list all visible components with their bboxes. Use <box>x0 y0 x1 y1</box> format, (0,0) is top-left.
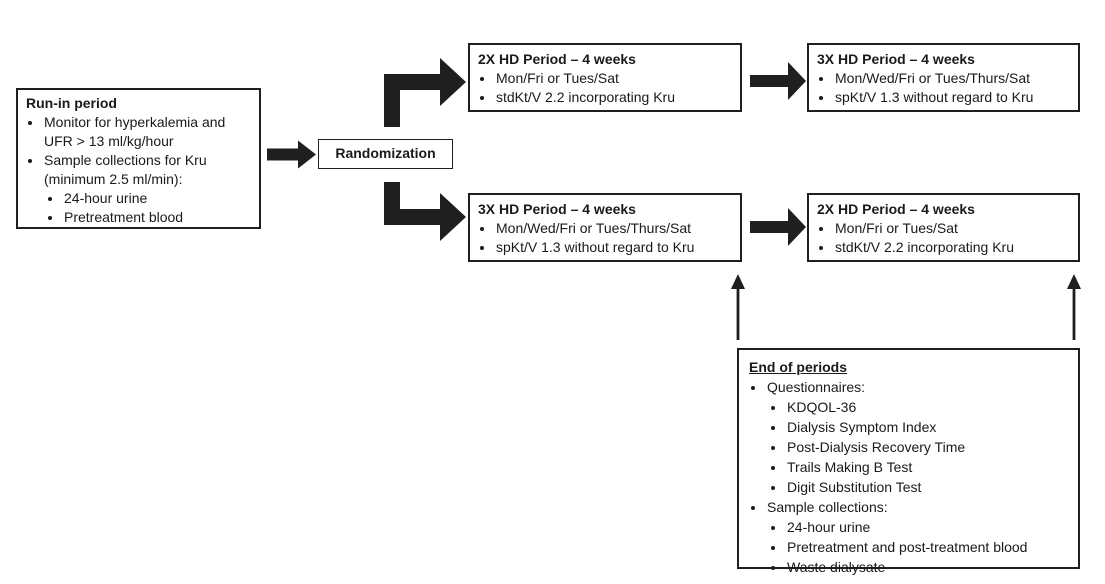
top-arm-period1-title: 2X HD Period – 4 weeks <box>478 51 636 67</box>
samples-sub-list: 24-hour urine Pretreatment and post-trea… <box>767 517 1068 577</box>
arrow-end-of-periods-to-bottom-right-box <box>1067 274 1081 340</box>
bullet-dialysis-symptom-index: Dialysis Symptom Index <box>786 417 1068 437</box>
top-arm-period1-box: 2X HD Period – 4 weeks Mon/Fri or Tues/S… <box>468 43 742 112</box>
bullet-dose: spKt/V 1.3 without regard to Kru <box>834 88 1070 107</box>
top-arm-period1-bullets: Mon/Fri or Tues/Sat stdKt/V 2.2 incorpor… <box>478 69 732 107</box>
bullet-pretreatment-blood: Pretreatment blood <box>63 208 251 227</box>
top-arm-period2-box: 3X HD Period – 4 weeks Mon/Wed/Fri or Tu… <box>807 43 1080 112</box>
bottom-arm-period1-bullets: Mon/Wed/Fri or Tues/Thurs/Sat spKt/V 1.3… <box>478 219 732 257</box>
run-in-sub-bullet-list: 24-hour urine Pretreatment blood <box>44 189 251 227</box>
end-of-periods-bullet-list: Questionnaires: KDQOL-36 Dialysis Sympto… <box>749 377 1068 577</box>
bullet-schedule: Mon/Wed/Fri or Tues/Thurs/Sat <box>495 219 732 238</box>
bottom-arm-period1-box: 3X HD Period – 4 weeks Mon/Wed/Fri or Tu… <box>468 193 742 262</box>
end-of-periods-title: End of periods <box>749 359 847 375</box>
bullet-24-hour-urine: 24-hour urine <box>63 189 251 208</box>
bullet-schedule: Mon/Fri or Tues/Sat <box>495 69 732 88</box>
bullet-questionnaires: Questionnaires: KDQOL-36 Dialysis Sympto… <box>766 377 1068 497</box>
bullet-waste-dialysate: Waste dialysate <box>786 557 1068 577</box>
bullet-post-dialysis-recovery-time: Post-Dialysis Recovery Time <box>786 437 1068 457</box>
bottom-arm-period2-box: 2X HD Period – 4 weeks Mon/Fri or Tues/S… <box>807 193 1080 262</box>
arrow-randomization-to-bottom-arm <box>384 182 466 241</box>
arrow-bottom-period1-to-period2 <box>750 208 806 246</box>
bullet-kdqol-36: KDQOL-36 <box>786 397 1068 417</box>
bullet-24-hour-urine: 24-hour urine <box>786 517 1068 537</box>
arrow-top-period1-to-period2 <box>750 62 806 100</box>
randomization-label: Randomization <box>335 145 436 162</box>
bottom-arm-period2-title: 2X HD Period – 4 weeks <box>817 201 975 217</box>
end-of-periods-box: End of periods Questionnaires: KDQOL-36 … <box>737 348 1080 575</box>
bottom-arm-period1-title: 3X HD Period – 4 weeks <box>478 201 636 217</box>
run-in-period-box: Run-in period Monitor for hyperkalemia a… <box>16 88 261 229</box>
bullet-schedule: Mon/Wed/Fri or Tues/Thurs/Sat <box>834 69 1070 88</box>
bottom-arm-period2-bullets: Mon/Fri or Tues/Sat stdKt/V 2.2 incorpor… <box>817 219 1070 257</box>
arrow-run-in-to-randomization <box>267 140 316 169</box>
arrow-randomization-to-top-arm <box>384 58 466 127</box>
bullet-digit-substitution-test: Digit Substitution Test <box>786 477 1068 497</box>
run-in-period-title: Run-in period <box>26 95 117 111</box>
arrow-end-of-periods-to-bottom-mid-box <box>731 274 745 340</box>
bullet-dose: stdKt/V 2.2 incorporating Kru <box>495 88 732 107</box>
questionnaires-sub-list: KDQOL-36 Dialysis Symptom Index Post-Dia… <box>767 397 1068 497</box>
questionnaires-label: Questionnaires: <box>767 379 866 396</box>
bullet-dose: spKt/V 1.3 without regard to Kru <box>495 238 732 257</box>
bullet-monitor-hyperkalemia: Monitor for hyperkalemia and UFR > 13 ml… <box>43 113 251 151</box>
top-arm-period2-bullets: Mon/Wed/Fri or Tues/Thurs/Sat spKt/V 1.3… <box>817 69 1070 107</box>
bullet-pre-and-post-treatment-blood: Pretreatment and post-treatment blood <box>786 537 1068 557</box>
run-in-bullet-list: Monitor for hyperkalemia and UFR > 13 ml… <box>26 113 251 227</box>
bullet-sample-collections: Sample collections for Kru (minimum 2.5 … <box>43 151 251 227</box>
bullet-sample-collections-text: Sample collections for Kru (minimum 2.5 … <box>44 152 207 188</box>
randomization-box: Randomization <box>318 139 453 169</box>
top-arm-period2-title: 3X HD Period – 4 weeks <box>817 51 975 67</box>
bullet-dose: stdKt/V 2.2 incorporating Kru <box>834 238 1070 257</box>
bullet-schedule: Mon/Fri or Tues/Sat <box>834 219 1070 238</box>
bullet-sample-collections: Sample collections: 24-hour urine Pretre… <box>766 497 1068 577</box>
bullet-trails-making-b-test: Trails Making B Test <box>786 457 1068 477</box>
sample-collections-label: Sample collections: <box>767 499 888 516</box>
